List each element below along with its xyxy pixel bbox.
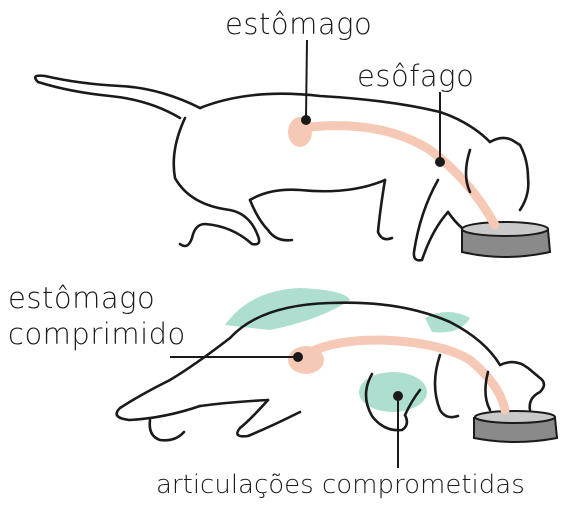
bottom-food-bowl bbox=[474, 411, 557, 442]
esophagus-label: esôfago bbox=[357, 62, 474, 91]
bottom-stomach-organ bbox=[288, 346, 324, 374]
bottom-stomach-pointer-dot bbox=[293, 352, 303, 362]
top-stomach-pointer-dot bbox=[301, 115, 311, 125]
joints-pointer-dot bbox=[393, 391, 403, 401]
top-esophagus-pointer-dot bbox=[435, 157, 445, 167]
compressed-stomach-label-line2: comprimido bbox=[8, 320, 186, 349]
compressed-stomach-label-line1: estômago bbox=[8, 284, 155, 313]
top-stomach-pointer bbox=[306, 40, 307, 118]
joints-label: articulações comprometidas bbox=[156, 472, 525, 498]
top-food-bowl bbox=[462, 222, 550, 257]
stomach-label-top: estômago bbox=[225, 10, 372, 39]
bottom-cat-illustration bbox=[117, 288, 557, 468]
